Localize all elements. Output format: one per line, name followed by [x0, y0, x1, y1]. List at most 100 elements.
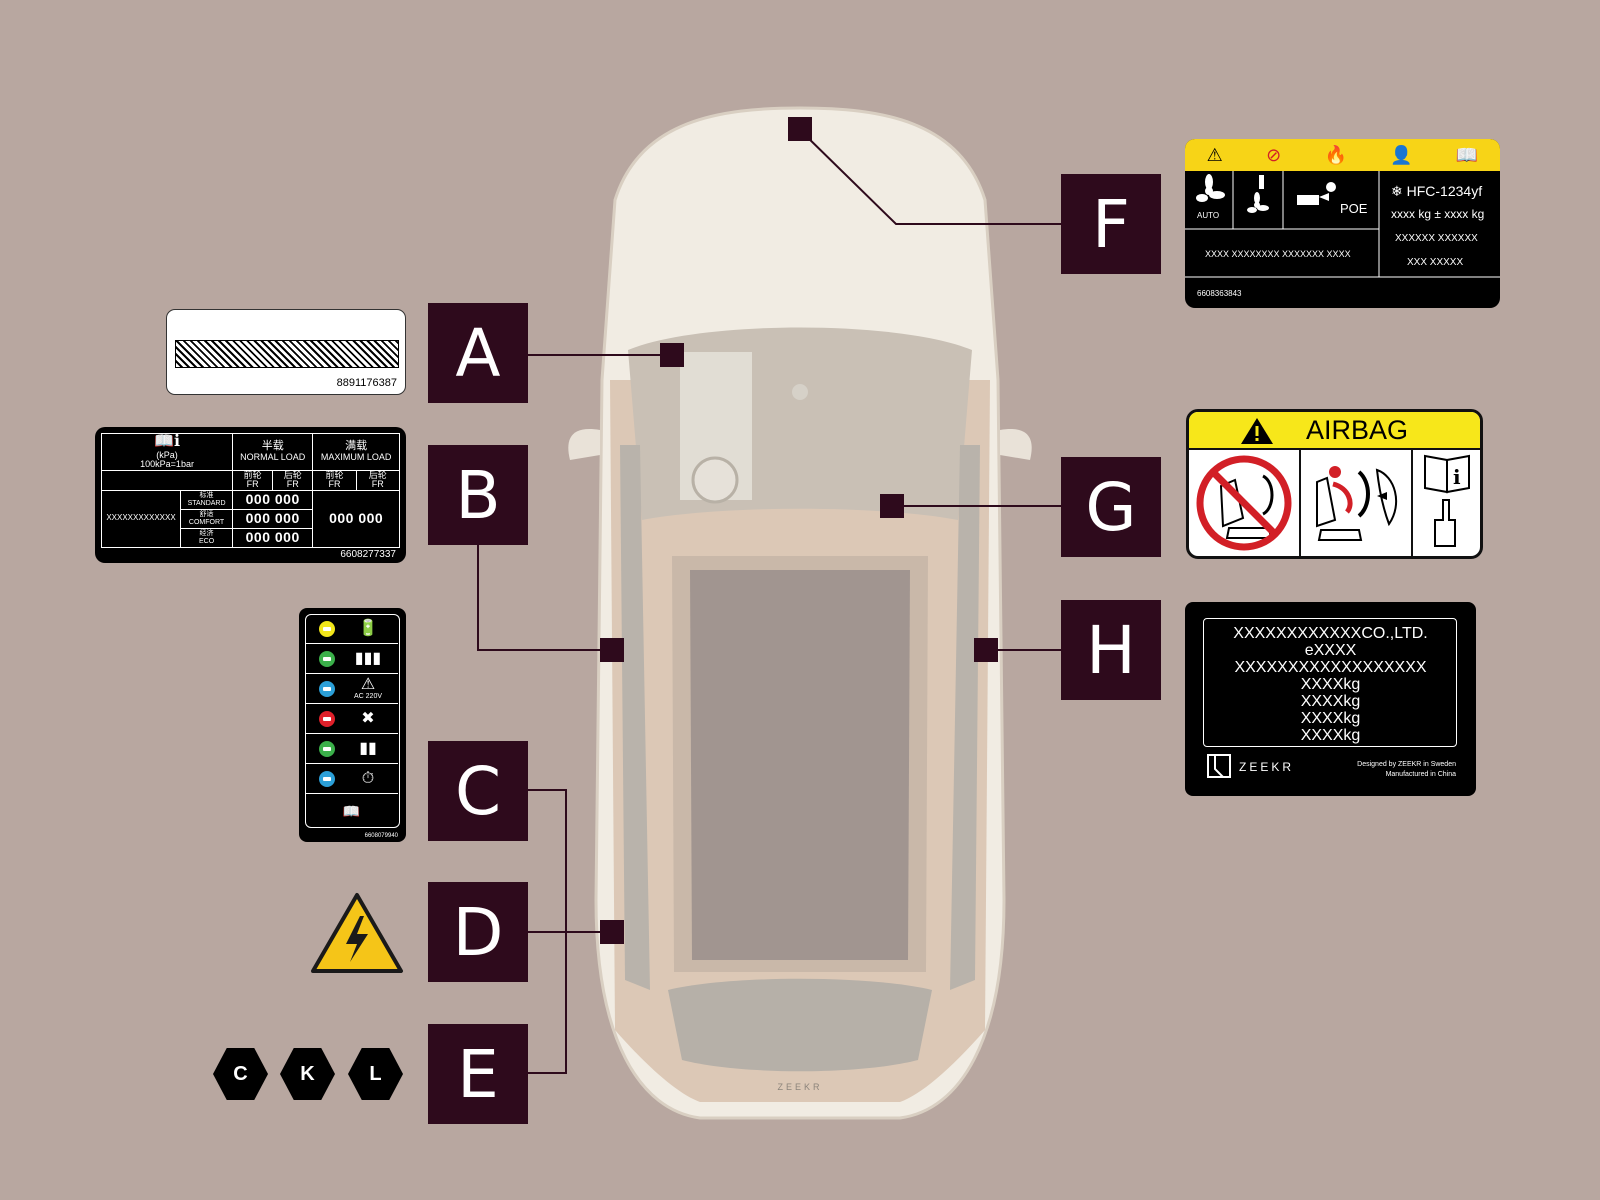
fan-auto-icon	[1196, 174, 1225, 202]
zeekr-logo-icon	[1207, 754, 1231, 778]
battery-full-icon: ▮▮▮	[354, 649, 382, 667]
charging-indicator-row: ✖	[305, 704, 398, 734]
manual-icon: 📖	[1455, 144, 1479, 165]
warning-icon: ⚠	[1206, 144, 1223, 165]
marker-a	[660, 343, 684, 367]
charging-indicator-row: ▮▮	[305, 734, 398, 764]
certified-technician-icon: 👤	[1390, 144, 1413, 165]
charging-indicator-row: ▮▮▮	[305, 644, 398, 674]
leader-line-e	[526, 932, 567, 1074]
warning-icon	[1241, 418, 1273, 444]
leader-line-c	[526, 789, 612, 933]
nameplate-brand: ZEEKR	[1239, 760, 1295, 774]
barcode-area	[175, 340, 399, 368]
car-body: ZEEKR	[568, 106, 1032, 1120]
label-f-code: 6608363843	[1197, 289, 1242, 298]
callout-a: A	[428, 303, 528, 403]
status-light-icon	[319, 620, 335, 637]
battery-charging-icon: 🔋	[358, 619, 378, 637]
airbag-title: AIRBAG	[1306, 415, 1409, 445]
no-open-flame-icon: ⊘	[1266, 144, 1282, 165]
status-light-icon	[319, 650, 335, 667]
compressor-oil-type: POE	[1340, 201, 1368, 216]
fan-service-icon	[1247, 175, 1269, 213]
read-manual-icon: i	[1424, 454, 1470, 547]
battery-level-icon: ▮▮	[359, 739, 377, 757]
auto-text: AUTO	[1197, 211, 1220, 220]
label-f-grid	[1185, 171, 1500, 278]
ac-voltage-text: AC 220V	[353, 693, 383, 700]
nameplate-line-1: XXXXXXXXXXXXCO.,LTD.	[1233, 625, 1428, 642]
svg-text:i: i	[1453, 465, 1461, 489]
nameplate-line-6: XXXXkg	[1300, 710, 1361, 727]
label-f-warning-bar: ⚠ ⊘ 🔥 👤 📖	[1185, 139, 1500, 171]
car-rear-logo: ZEEKR	[777, 1082, 822, 1092]
marker-f	[788, 117, 812, 141]
status-light-icon	[319, 740, 335, 757]
manual-info-icon: 📖ℹ	[154, 433, 181, 450]
vehicle-model: XXXXXXXXXXXXX	[101, 489, 181, 548]
status-light-icon	[319, 680, 335, 697]
label-f-line-3: XXX XXXXX	[1407, 257, 1464, 268]
pressure-unit-cell: 📖ℹ (kPa) 100kPa=1bar	[100, 433, 234, 471]
refrigerant-type: ❄ HFC-1234yf	[1391, 183, 1483, 199]
charging-indicator-row: ⏱	[305, 764, 398, 794]
charging-fault-icon: ✖	[361, 709, 375, 727]
pressure-unit-note: 100kPa=1bar	[140, 459, 194, 470]
flammable-icon: 🔥	[1324, 144, 1347, 165]
compressor-oil-icon	[1297, 182, 1336, 205]
label-f-line-2: XXXXXX XXXXXX	[1395, 233, 1478, 244]
leader-line-f	[799, 129, 1061, 225]
snowflake-icon: ❄	[1391, 183, 1403, 199]
status-light-icon	[319, 710, 335, 727]
nameplate-line-7: XXXXkg	[1300, 727, 1361, 744]
label-f-line-1: XXXX XXXXXXXX XXXXXXX XXXX	[1205, 249, 1351, 259]
marker-b	[600, 638, 624, 662]
charging-indicator-row: ⚠AC 220V	[305, 674, 398, 704]
callout-b: B	[428, 445, 528, 545]
pressure-standard: 000 000	[232, 489, 314, 510]
high-voltage-icon: ⚠AC 220V	[351, 677, 385, 701]
label-b-code: 6608277337	[340, 549, 396, 560]
label-c-charging-indicator: 🔋 ▮▮▮ ⚠AC 220V ✖ ▮▮ ⏱ 📖 6608079940	[299, 608, 406, 842]
leader-lines	[477, 129, 1061, 1074]
callout-d: D	[428, 882, 528, 982]
leader-line-b	[477, 545, 612, 651]
manual-info-icon: 📖	[342, 802, 361, 819]
scheduled-charging-icon: ⏱	[361, 769, 375, 787]
charging-indicator-row: 🔋	[305, 614, 398, 644]
label-a-barcode: 8891176387	[166, 309, 406, 395]
callout-c: C	[428, 741, 528, 841]
label-h-nameplate: XXXXXXXXXXXXCO.,LTD. eXXXX XXXXXXXXXXXXX…	[1185, 602, 1476, 796]
marker-h	[974, 638, 998, 662]
pressure-max-load: 000 000	[312, 489, 400, 548]
nameplate-line-4: XXXXkg	[1300, 676, 1361, 693]
status-light-icon	[319, 770, 335, 787]
callout-e: E	[428, 1024, 528, 1124]
label-f-air-conditioning: ⚠ ⊘ 🔥 👤 📖 AUTO POE ❄ HFC-1234yf xxxx kg …	[1185, 139, 1500, 308]
airbag-deployment-icon	[1316, 466, 1398, 541]
pressure-unit: (kPa)	[156, 449, 178, 460]
callout-f: F	[1061, 174, 1161, 274]
callout-h: H	[1061, 600, 1161, 700]
marker-cde	[600, 920, 624, 944]
pressure-eco: 000 000	[232, 527, 314, 548]
pressure-comfort: 000 000	[232, 508, 314, 529]
nameplate-line-2: eXXXX	[1304, 642, 1357, 659]
refrigerant-quantity: xxxx kg ± xxxx kg	[1391, 207, 1485, 221]
marker-g	[880, 494, 904, 518]
label-markers	[600, 117, 998, 944]
nameplate-line-3: XXXXXXXXXXXXXXXXXX	[1234, 659, 1427, 676]
label-g-airbag: AIRBAG i	[1186, 409, 1483, 559]
label-c-code: 6608079940	[364, 833, 398, 839]
callout-g: G	[1061, 457, 1161, 557]
label-d-high-voltage	[311, 893, 403, 973]
nameplate-line-5: XXXXkg	[1300, 693, 1361, 710]
